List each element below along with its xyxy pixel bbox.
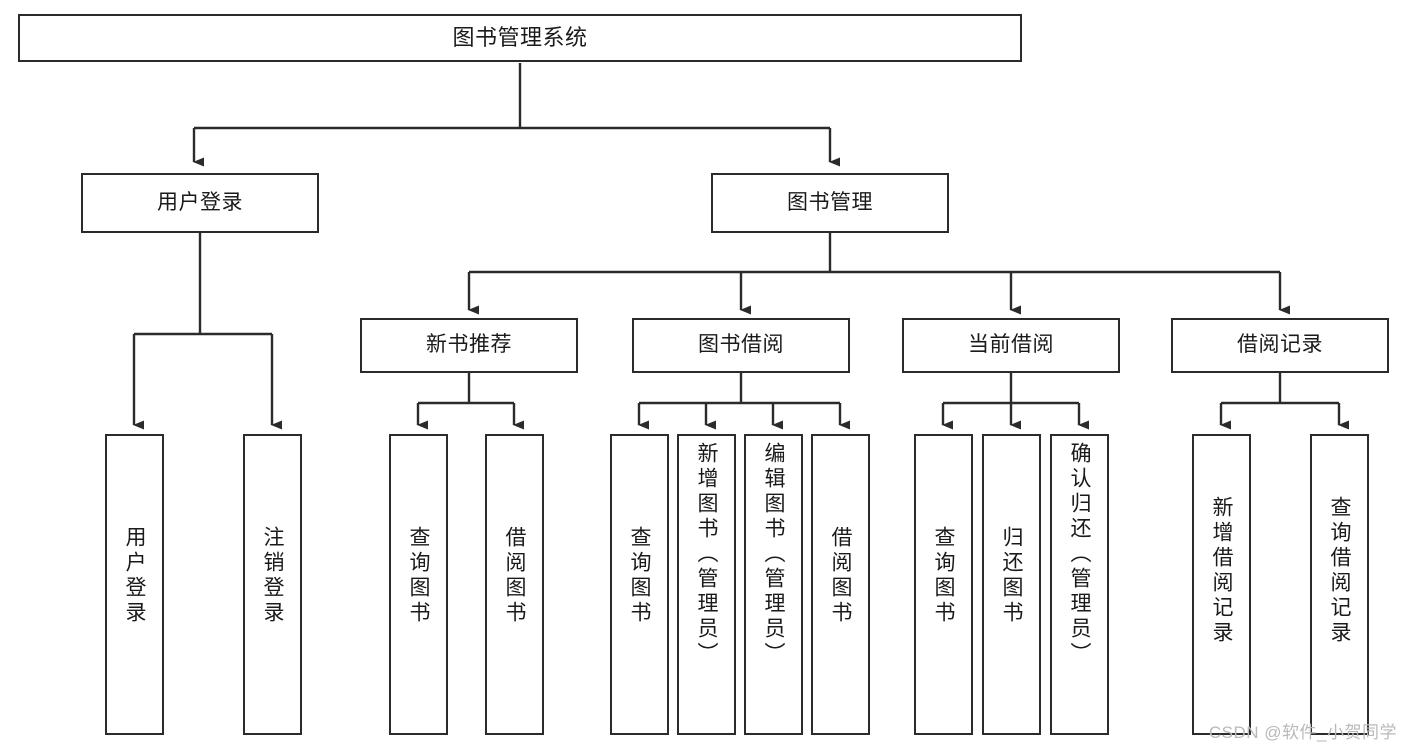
node-current-borrow[interactable]: 当前借阅 <box>902 318 1120 373</box>
node-leaf-edit-book[interactable]: 编辑图书（管理员） <box>744 434 803 735</box>
node-leaf-borrow-book-2-label: 借阅图书 <box>829 526 852 626</box>
node-leaf-borrow-book-2[interactable]: 借阅图书 <box>811 434 870 735</box>
node-user-login-label: 用户登录 <box>157 190 243 214</box>
edge-group-book-manage <box>467 233 1290 315</box>
node-leaf-user-logout-label: 注销登录 <box>261 526 284 626</box>
edge-group-root <box>192 63 840 167</box>
node-leaf-confirm-return-label: 确认归还（管理员） <box>1068 442 1091 667</box>
node-leaf-borrow-book-1[interactable]: 借阅图书 <box>485 434 544 735</box>
node-book-borrow-label: 图书借阅 <box>698 333 784 357</box>
node-leaf-add-record-label: 新增借阅记录 <box>1210 496 1233 646</box>
node-current-borrow-label: 当前借阅 <box>968 333 1054 357</box>
node-user-login[interactable]: 用户登录 <box>81 173 319 233</box>
node-book-borrow[interactable]: 图书借阅 <box>632 318 850 373</box>
node-book-manage[interactable]: 图书管理 <box>711 173 949 233</box>
node-leaf-user-login-label: 用户登录 <box>123 526 146 626</box>
node-leaf-query-record[interactable]: 查询借阅记录 <box>1310 434 1369 735</box>
node-borrow-record[interactable]: 借阅记录 <box>1171 318 1389 373</box>
edge-group-user-login <box>132 233 282 430</box>
node-leaf-query-book-1[interactable]: 查询图书 <box>389 434 448 735</box>
node-borrow-record-label: 借阅记录 <box>1237 333 1323 357</box>
node-root[interactable]: 图书管理系统 <box>18 14 1022 62</box>
node-leaf-query-book-3[interactable]: 查询图书 <box>914 434 973 735</box>
node-leaf-query-book-2[interactable]: 查询图书 <box>610 434 669 735</box>
edge-group-new-book-recommend <box>416 373 524 430</box>
node-leaf-return-book[interactable]: 归还图书 <box>982 434 1041 735</box>
node-leaf-query-book-3-label: 查询图书 <box>932 526 955 626</box>
edge-group-book-borrow <box>637 373 850 430</box>
node-leaf-query-book-2-label: 查询图书 <box>628 526 651 626</box>
node-leaf-confirm-return[interactable]: 确认归还（管理员） <box>1050 434 1109 735</box>
node-leaf-query-record-label: 查询借阅记录 <box>1328 496 1351 646</box>
node-new-book-recommend[interactable]: 新书推荐 <box>360 318 578 373</box>
node-leaf-edit-book-label: 编辑图书（管理员） <box>762 442 785 667</box>
node-leaf-add-book[interactable]: 新增图书（管理员） <box>677 434 736 735</box>
node-leaf-add-record[interactable]: 新增借阅记录 <box>1192 434 1251 735</box>
edge-group-borrow-record <box>1219 373 1349 430</box>
node-leaf-user-logout[interactable]: 注销登录 <box>243 434 302 735</box>
node-new-book-recommend-label: 新书推荐 <box>426 333 512 357</box>
node-root-label: 图书管理系统 <box>452 25 588 51</box>
node-leaf-add-book-label: 新增图书（管理员） <box>695 442 718 667</box>
node-leaf-query-book-1-label: 查询图书 <box>407 526 430 626</box>
node-leaf-user-login[interactable]: 用户登录 <box>105 434 164 735</box>
node-leaf-borrow-book-1-label: 借阅图书 <box>503 526 526 626</box>
edge-group-current-borrow <box>941 373 1089 430</box>
watermark: CSDN @软件_小贺同学 <box>1208 723 1397 742</box>
node-book-manage-label: 图书管理 <box>787 190 873 214</box>
node-leaf-return-book-label: 归还图书 <box>1000 526 1023 626</box>
